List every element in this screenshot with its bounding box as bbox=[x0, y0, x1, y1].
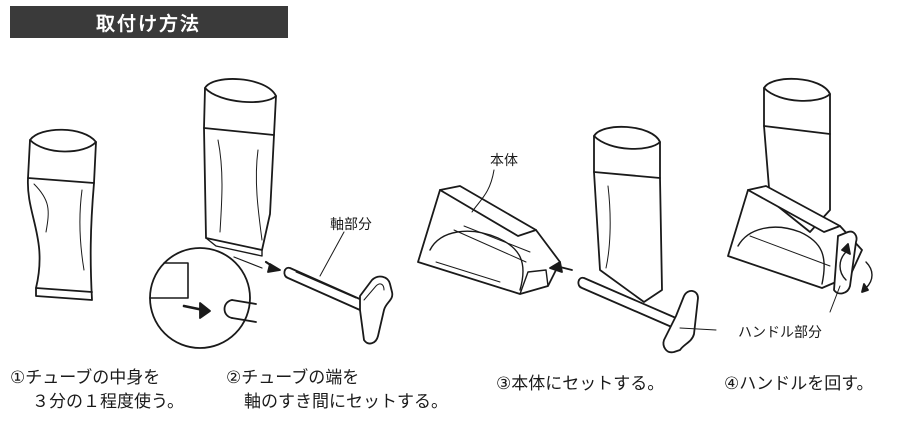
step1-caption: ①チューブの中身を ３分の１程度使う。 bbox=[10, 366, 184, 414]
section-title-bar: 取付け方法 bbox=[10, 6, 288, 38]
step3-shaft-illustration bbox=[549, 261, 717, 354]
step3-caption: ③本体にセットする。 bbox=[496, 372, 664, 396]
step2-caption-line2: 軸のすき間にセットする。 bbox=[244, 392, 448, 412]
step2-caption-line1: ②チューブの端を bbox=[226, 368, 360, 388]
label-handle: ハンドル部分 bbox=[738, 325, 822, 341]
zoom-detail-circle bbox=[149, 247, 263, 349]
section-title: 取付け方法 bbox=[96, 12, 202, 35]
step3-tube-illustration bbox=[593, 125, 663, 303]
step2-caption: ②チューブの端を 軸のすき間にセットする。 bbox=[226, 366, 448, 414]
step4-caption-line1: ④ハンドルを回す。 bbox=[724, 374, 874, 394]
step3-caption-line1: ③本体にセットする。 bbox=[496, 374, 665, 394]
holder-body-illustration bbox=[417, 169, 561, 295]
label-shaft: 軸部分 bbox=[330, 217, 372, 233]
step2-tube-illustration bbox=[203, 78, 277, 257]
step4-caption: ④ハンドルを回す。 bbox=[724, 372, 874, 396]
step1-caption-line1: ①チューブの中身を bbox=[10, 368, 161, 388]
label-body: 本体 bbox=[490, 153, 518, 169]
step1-tube-illustration bbox=[27, 128, 97, 301]
shaft-part-illustration bbox=[264, 231, 394, 345]
step1-caption-line2: ３分の１程度使う。 bbox=[32, 392, 184, 412]
step4-assembly-illustration bbox=[727, 77, 873, 313]
